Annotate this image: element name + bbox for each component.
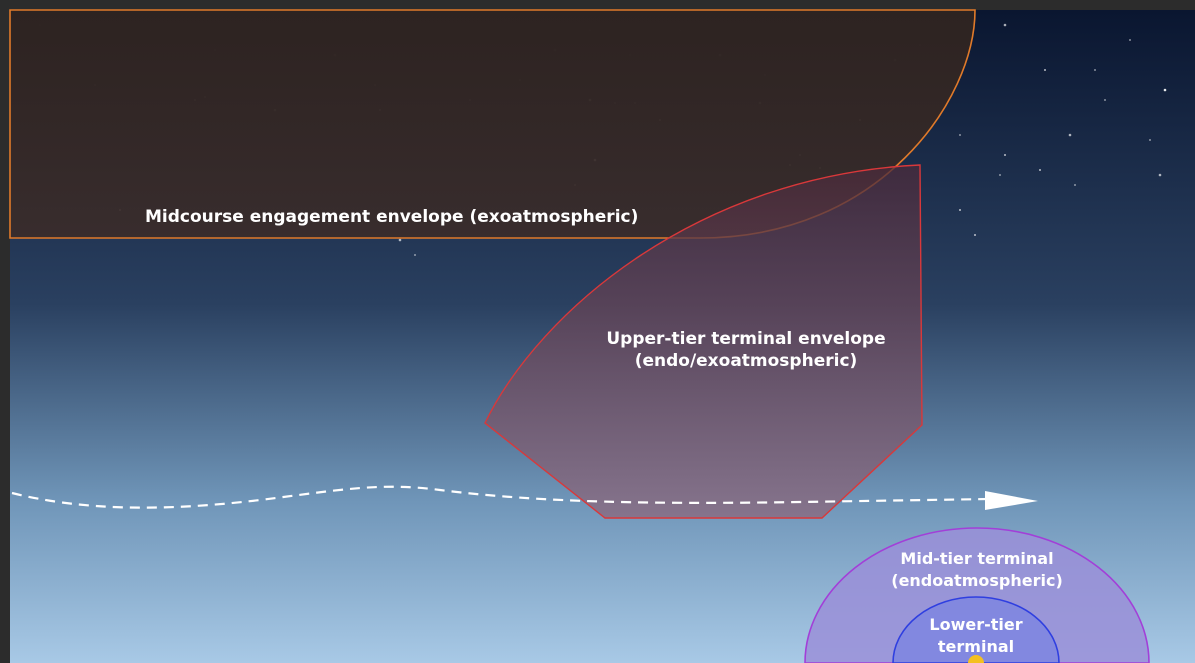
star <box>1094 69 1096 71</box>
lower-tier-envelope <box>892 596 1060 663</box>
mid-tier-label-line1: Mid-tier terminal <box>900 549 1053 568</box>
star <box>1149 139 1151 141</box>
star <box>398 238 402 242</box>
arrowhead-icon <box>985 491 1038 510</box>
star <box>1129 39 1131 41</box>
star <box>959 209 961 211</box>
lower-tier-label-line1: Lower-tier <box>929 615 1022 634</box>
threat-trajectory <box>11 485 991 509</box>
star <box>1158 173 1162 177</box>
midcourse-label: Midcourse engagement envelope (exoatmosp… <box>145 207 638 227</box>
star <box>1068 133 1072 137</box>
star <box>1163 88 1167 92</box>
star <box>1004 154 1006 156</box>
star <box>959 134 961 136</box>
upper-tier-label-line2: (endo/exoatmospheric) <box>635 351 858 371</box>
upper-tier-label-line1: Upper-tier terminal envelope <box>606 329 885 349</box>
star <box>1044 69 1046 71</box>
star <box>974 234 976 236</box>
lower-tier-label-line2: terminal <box>938 637 1014 656</box>
star <box>414 254 416 256</box>
star <box>999 174 1001 176</box>
mid-tier-envelope <box>804 527 1150 663</box>
upper-tier-envelope <box>484 164 923 519</box>
star <box>1104 99 1106 101</box>
mid-tier-label-line2: (endoatmospheric) <box>891 571 1063 590</box>
star <box>1074 184 1076 186</box>
star <box>1039 169 1041 171</box>
star <box>1003 23 1007 27</box>
defended-site-icon <box>968 655 984 663</box>
